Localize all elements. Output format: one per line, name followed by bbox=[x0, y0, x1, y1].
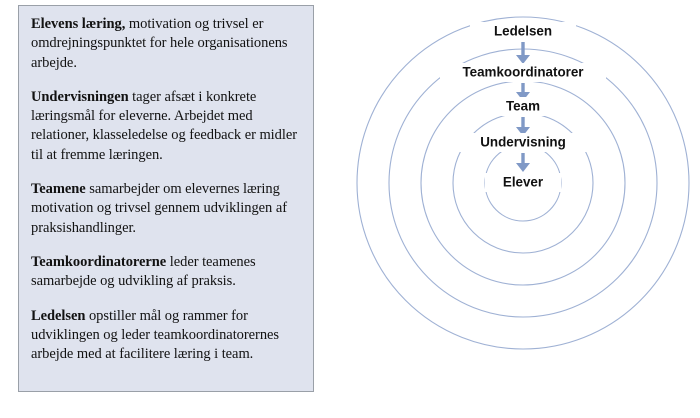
paragraph-teamene: Teamene samarbejder om elevernes læring … bbox=[31, 180, 303, 238]
paragraph-lead-ledelsen: Ledelsen bbox=[31, 307, 86, 324]
ring-ledelsen bbox=[356, 16, 690, 350]
arrow-teamkoordinatorer-to-team bbox=[516, 83, 530, 101]
paragraph-undervisningen: Undervisningen tager afsæt i konkrete læ… bbox=[31, 88, 303, 165]
paragraph-teamkoordinatorerne: Teamkoordinatorerne leder teamenes samar… bbox=[31, 253, 303, 292]
ring-label-ledelsen: Ledelsen bbox=[494, 24, 552, 39]
paragraph-body-teamene: samarbejder om elevernes læring motivati… bbox=[31, 181, 287, 236]
paragraph-elevens-laering: Elevens læring, motivation og trivsel er… bbox=[31, 15, 303, 73]
paragraph-body-elevens-laering: motivation og trivsel er omdrejningspunk… bbox=[31, 16, 288, 71]
ring-label-elever: Elever bbox=[503, 175, 544, 190]
label-bg-ledelsen bbox=[470, 22, 576, 41]
paragraph-ledelsen: Ledelsen opstiller mål og rammer for udv… bbox=[31, 307, 303, 365]
paragraph-body-ledelsen: opstiller mål og rammer for udviklingen … bbox=[31, 307, 279, 363]
ring-label-team: Team bbox=[506, 99, 540, 114]
concentric-circle-diagram: Ledelsen Teamkoordinatorer Team Undervis… bbox=[330, 0, 700, 418]
arrow-team-to-undervisning bbox=[516, 117, 530, 136]
label-bg-elever bbox=[485, 173, 561, 192]
label-bg-undervisning bbox=[454, 133, 592, 152]
label-bg-team bbox=[486, 97, 560, 116]
paragraph-lead-elevens-laering: Elevens læring, bbox=[31, 16, 126, 32]
paragraph-lead-teamene: Teamene bbox=[31, 181, 86, 198]
label-bg-teamkoordinatorer bbox=[440, 63, 606, 82]
arrow-ledelsen-to-teamkoordinatorer bbox=[516, 42, 530, 64]
paragraph-lead-teamkoordinatorerne: Teamkoordinatorerne bbox=[31, 253, 167, 270]
ring-label-teamkoordinatorer: Teamkoordinatorer bbox=[462, 65, 584, 80]
ring-label-undervisning: Undervisning bbox=[480, 135, 566, 150]
paragraph-body-teamkoordinatorerne: leder teamenes samarbejde og udvikling a… bbox=[31, 253, 256, 290]
explanation-panel: Elevens læring, motivation og trivsel er… bbox=[18, 5, 314, 392]
paragraph-lead-undervisningen: Undervisningen bbox=[31, 88, 129, 105]
paragraph-body-undervisningen: tager afsæt i konkrete læringsmål for el… bbox=[31, 88, 297, 163]
arrow-undervisning-to-elever bbox=[516, 153, 530, 172]
